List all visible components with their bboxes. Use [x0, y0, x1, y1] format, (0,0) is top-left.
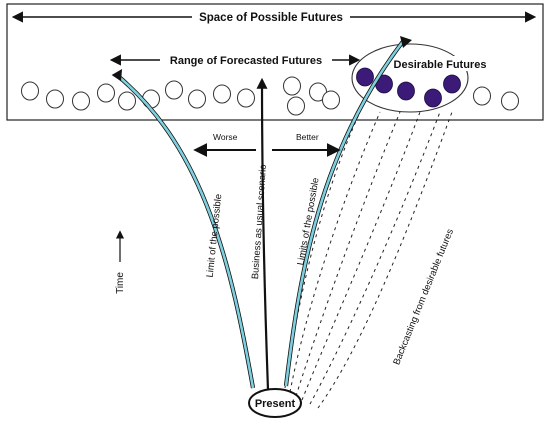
- possible-future-circle: [501, 91, 519, 111]
- desirable-future-circle: [424, 88, 442, 108]
- desirable-future-circle: [356, 67, 374, 87]
- backcasting-stream: [295, 111, 401, 397]
- desirable-futures: [356, 67, 461, 108]
- business-as-usual-arrow: [256, 77, 270, 391]
- desirable-future-circle: [397, 81, 415, 101]
- possible-future-circle: [72, 91, 90, 111]
- limit-of-possible-left-curve: [116, 74, 256, 389]
- desirable-future-circle: [443, 74, 461, 94]
- desirable-futures-ellipse: [351, 43, 469, 113]
- space-of-possible-futures-title: Space of Possible Futures: [199, 12, 343, 24]
- backcasting-stream: [289, 111, 381, 393]
- backcasting-stream: [284, 111, 361, 389]
- backcasting-stream: [301, 111, 421, 401]
- possible-future-circle: [97, 83, 115, 103]
- possible-future-circle: [165, 80, 183, 100]
- backcasting-label: Backcasting from desirable futures: [391, 227, 456, 366]
- business-as-usual-label: Business as usual scenario: [250, 164, 269, 280]
- time-label: Time: [115, 272, 126, 294]
- desirable-futures-label: Desirable Futures: [394, 59, 487, 71]
- better-label: Better: [296, 132, 319, 142]
- possible-future-circle: [283, 76, 301, 96]
- possible-future-circle: [287, 96, 305, 116]
- possible-future-circle: [237, 88, 255, 108]
- range-of-forecasted-futures-label: Range of Forecasted Futures: [170, 55, 322, 67]
- backcasting-stream: [309, 111, 441, 405]
- possible-futures: [21, 76, 519, 116]
- possible-future-circle: [473, 86, 491, 106]
- possible-future-circle: [21, 81, 39, 101]
- possible-future-circle: [213, 84, 231, 104]
- backcasting-stream: [317, 111, 453, 409]
- possible-future-circle: [322, 90, 340, 110]
- possible-future-circle: [188, 89, 206, 109]
- present-ellipse: [248, 388, 302, 418]
- worse-label: Worse: [213, 132, 238, 142]
- backcasting-streams: [284, 111, 453, 409]
- present-label: Present: [255, 398, 296, 410]
- possible-future-circle: [118, 91, 136, 111]
- possible-future-circle: [46, 89, 64, 109]
